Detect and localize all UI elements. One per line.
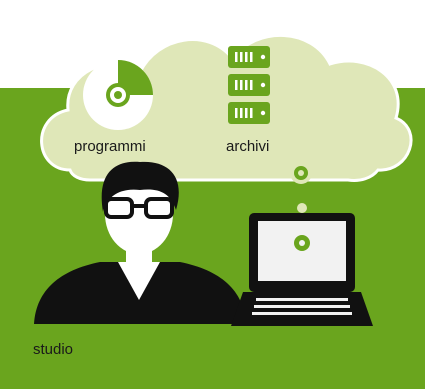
archives-label: archivi [226,138,270,155]
office-label: studio [33,341,74,358]
software-disc-icon [83,60,153,130]
connector-dots [290,162,312,213]
server-archive-icon [228,46,270,124]
laptop-icon [231,213,373,326]
programs-label: programmi [74,138,146,155]
person-icon [34,161,246,324]
